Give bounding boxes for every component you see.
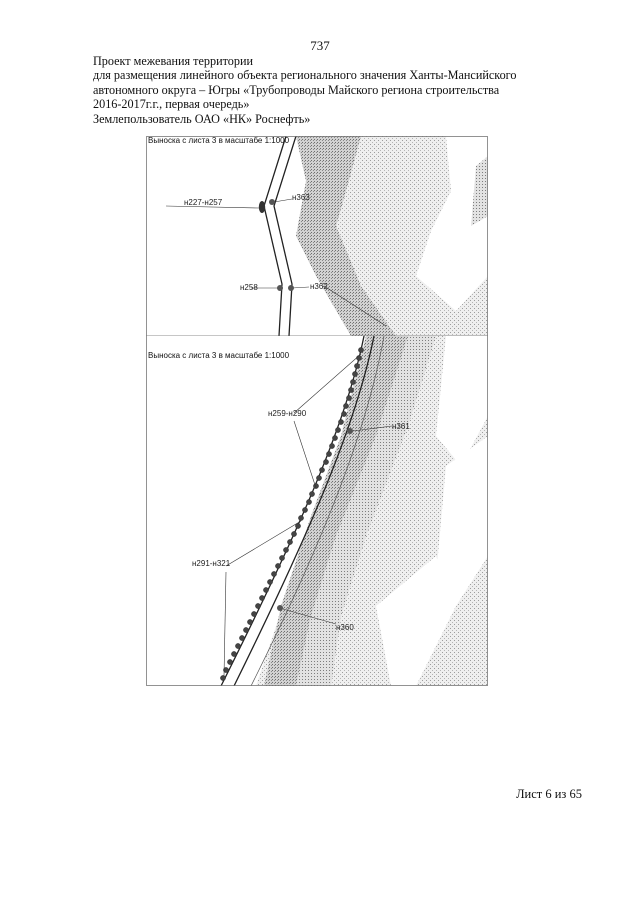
header-line-1: Проект межевания территории — [93, 54, 254, 68]
inset-1: Выноска с листа 3 в масштабе 1:1000 н227… — [146, 136, 488, 336]
header-line-3: автономного округа – Югры «Трубопроводы … — [93, 82, 500, 97]
inset-2: Выноска с листа 3 в масштабе 1:1000 н259… — [146, 336, 488, 686]
point-chain — [220, 347, 364, 681]
point-n362 — [288, 285, 294, 291]
point-n361 — [347, 428, 353, 434]
label-n291-n321: н291-н321 — [192, 559, 231, 568]
header-line-5: Землепользователь ОАО «НК» Роснефть» — [93, 111, 311, 126]
label-n362: н362 — [310, 282, 328, 291]
point-n360 — [277, 605, 283, 611]
cadastral-map: Выноска с листа 3 в масштабе 1:1000 н227… — [146, 136, 488, 686]
document-header: Проект межевания территории для размещен… — [93, 54, 593, 126]
label-n360: н360 — [336, 623, 354, 632]
point-n258 — [277, 285, 283, 291]
inset-2-title: Выноска с листа 3 в масштабе 1:1000 — [148, 351, 290, 360]
label-n258: н258 — [240, 283, 258, 292]
label-n227-n257: н227-н257 — [184, 198, 223, 207]
inset-1-title: Выноска с листа 3 в масштабе 1:1000 — [148, 136, 290, 145]
label-n363: н363 — [292, 193, 310, 202]
point-cluster-n227-n257 — [258, 201, 266, 213]
sheet-number: Лист 6 из 65 — [516, 787, 582, 801]
label-n361: н361 — [392, 422, 410, 431]
map-frame — [146, 136, 488, 686]
header-line-4: 2016-2017г.г., первая очередь» — [93, 97, 250, 112]
point-n363 — [269, 199, 275, 205]
label-n259-n290: н259-н290 — [268, 409, 307, 418]
header-line-2: для размещения линейного объекта региона… — [93, 68, 517, 83]
page-number: 737 — [310, 38, 330, 53]
